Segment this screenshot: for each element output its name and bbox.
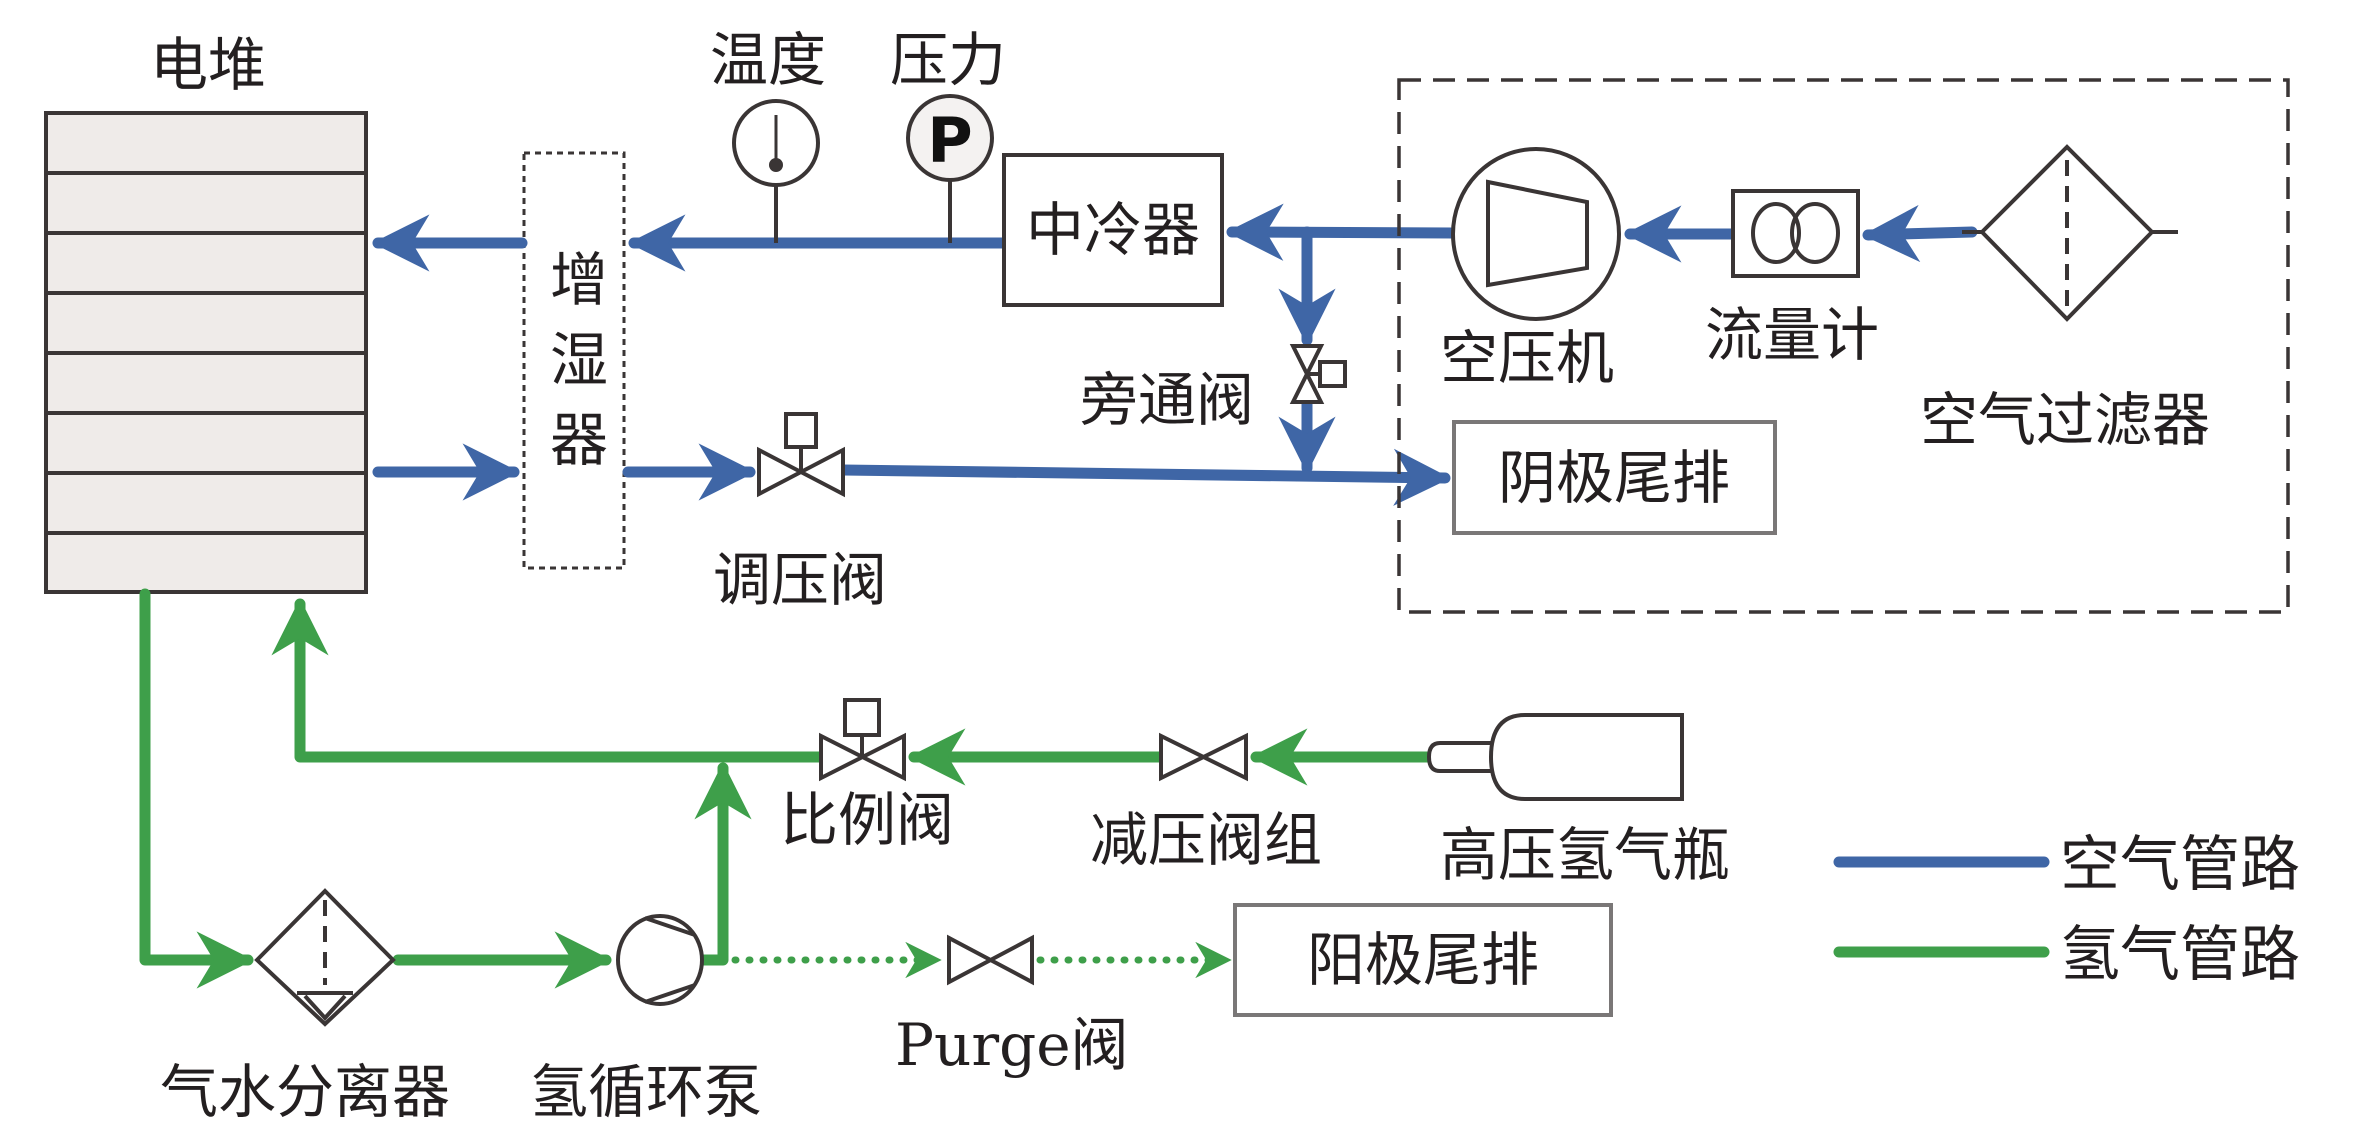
back-pressure-valve-label: 调压阀 [713,546,887,614]
water-separator [254,888,396,1027]
legend-air-label: 空气管路 [2060,830,2300,900]
purge-valve [947,934,1034,986]
air-filter-label: 空气过滤器 [1920,386,2210,454]
hydrogen-tank-label: 高压氢气瓶 [1440,821,1730,889]
hydrogen-recirculation-pump [616,914,704,1006]
air-compressor [1451,147,1621,321]
intercooler-label: 中冷器 [1026,196,1200,264]
pressure-reducer-label: 减压阀组 [1090,806,1322,874]
legend-hydrogen-label: 氢气管路 [2060,920,2300,990]
stack-cell-dividers [46,171,366,535]
intercooler [1002,153,1224,307]
cathode-exhaust-label: 阴极尾排 [1498,444,1730,512]
pressure-label: 压力 [890,26,1006,94]
air-filter [1962,144,2178,322]
pressure-symbol: P [927,104,972,177]
fuel-cell-stack [44,111,368,594]
bypass-valve-label: 旁通阀 [1080,366,1254,434]
air-pipe-regulator-to-exhaust [837,448,1451,506]
proportional-valve [819,698,906,782]
flowmeter [1731,189,1860,278]
bypass-valve [1289,344,1347,404]
hydrogen-pipe-stack-to-separator [139,588,254,989]
cathode-exhaust [1452,420,1777,535]
temperature-label: 温度 [710,26,826,94]
air-pipe-compressor-to-intercooler [1226,203,1459,261]
anode-exhaust-label: 阳极尾排 [1307,926,1539,994]
water-separator-label: 气水分离器 [160,1058,450,1126]
humidifier-label-1: 增 [550,246,608,314]
compressor-trapezoid-icon [1486,179,1589,288]
hydrogen-pipe-recirculation [694,762,752,966]
pressure-sensor: P [906,94,994,243]
compressor-label: 空压机 [1440,324,1614,392]
hydrogen-tank [1426,713,1684,801]
temperature-sensor [732,99,820,243]
air-supply-group-box [1397,78,2290,614]
hydrogen-pipe-to-stack-inlet [271,598,827,763]
stack-label: 电堆 [150,31,266,99]
humidifier-label-3: 器 [550,406,608,474]
back-pressure-valve [757,412,845,498]
purge-valve-label: Purge阀 [895,1011,1129,1079]
flowmeter-label: 流量计 [1705,301,1879,369]
proportional-valve-label: 比例阀 [780,786,954,854]
air-pipe-filter-to-flowmeter [1862,204,1978,263]
hydrogen-pipes [139,588,1434,989]
pressure-reducer-valve [1159,732,1248,782]
legend: 空气管路 氢气管路 [1833,830,2300,990]
humidifier-label-2: 湿 [550,326,608,394]
thermometer-bulb-icon [769,158,783,172]
humidifier [522,151,626,570]
air-pipes [372,203,1978,506]
anode-exhaust [1233,903,1613,1017]
recirculation-pump-label: 氢循环泵 [530,1058,762,1126]
